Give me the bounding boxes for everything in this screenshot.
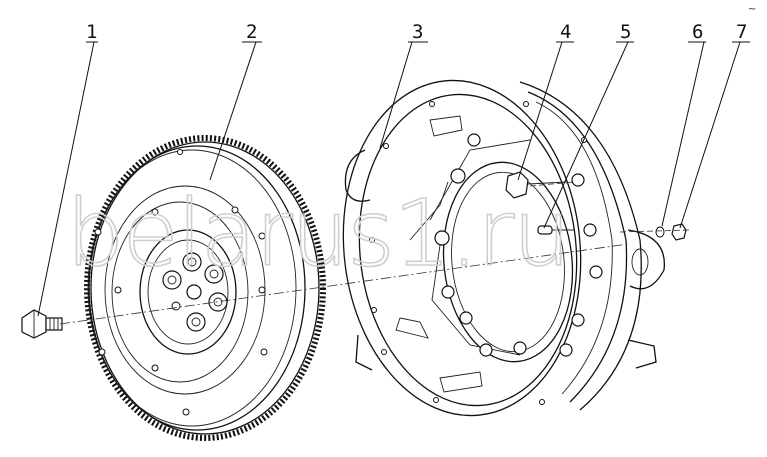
housing-bolts [434, 133, 603, 357]
housing-flange-holes [369, 101, 587, 405]
callout-2: 2 [246, 21, 257, 43]
flywheel [84, 135, 326, 441]
callout-7: 7 [736, 21, 747, 43]
nut [671, 223, 687, 241]
hub-bolts [162, 252, 228, 332]
flywheel-hub [139, 229, 237, 355]
callout-6: 6 [692, 21, 703, 43]
washer [655, 226, 665, 238]
flywheel-holes [94, 149, 268, 416]
assembly-axis-lines [59, 181, 691, 325]
clutch-housing [342, 79, 665, 417]
watermark-text: belarus1.ru [66, 180, 569, 287]
corner-mark: ~ [748, 4, 756, 15]
callout-4: 4 [560, 21, 571, 43]
callout-3: 3 [412, 21, 423, 43]
callout-5: 5 [620, 21, 631, 43]
leader-lines [37, 41, 750, 317]
flywheel-bolt [21, 309, 63, 339]
ring-gear [84, 135, 326, 441]
stud-part-4 [505, 171, 567, 199]
callout-1: 1 [86, 21, 97, 43]
